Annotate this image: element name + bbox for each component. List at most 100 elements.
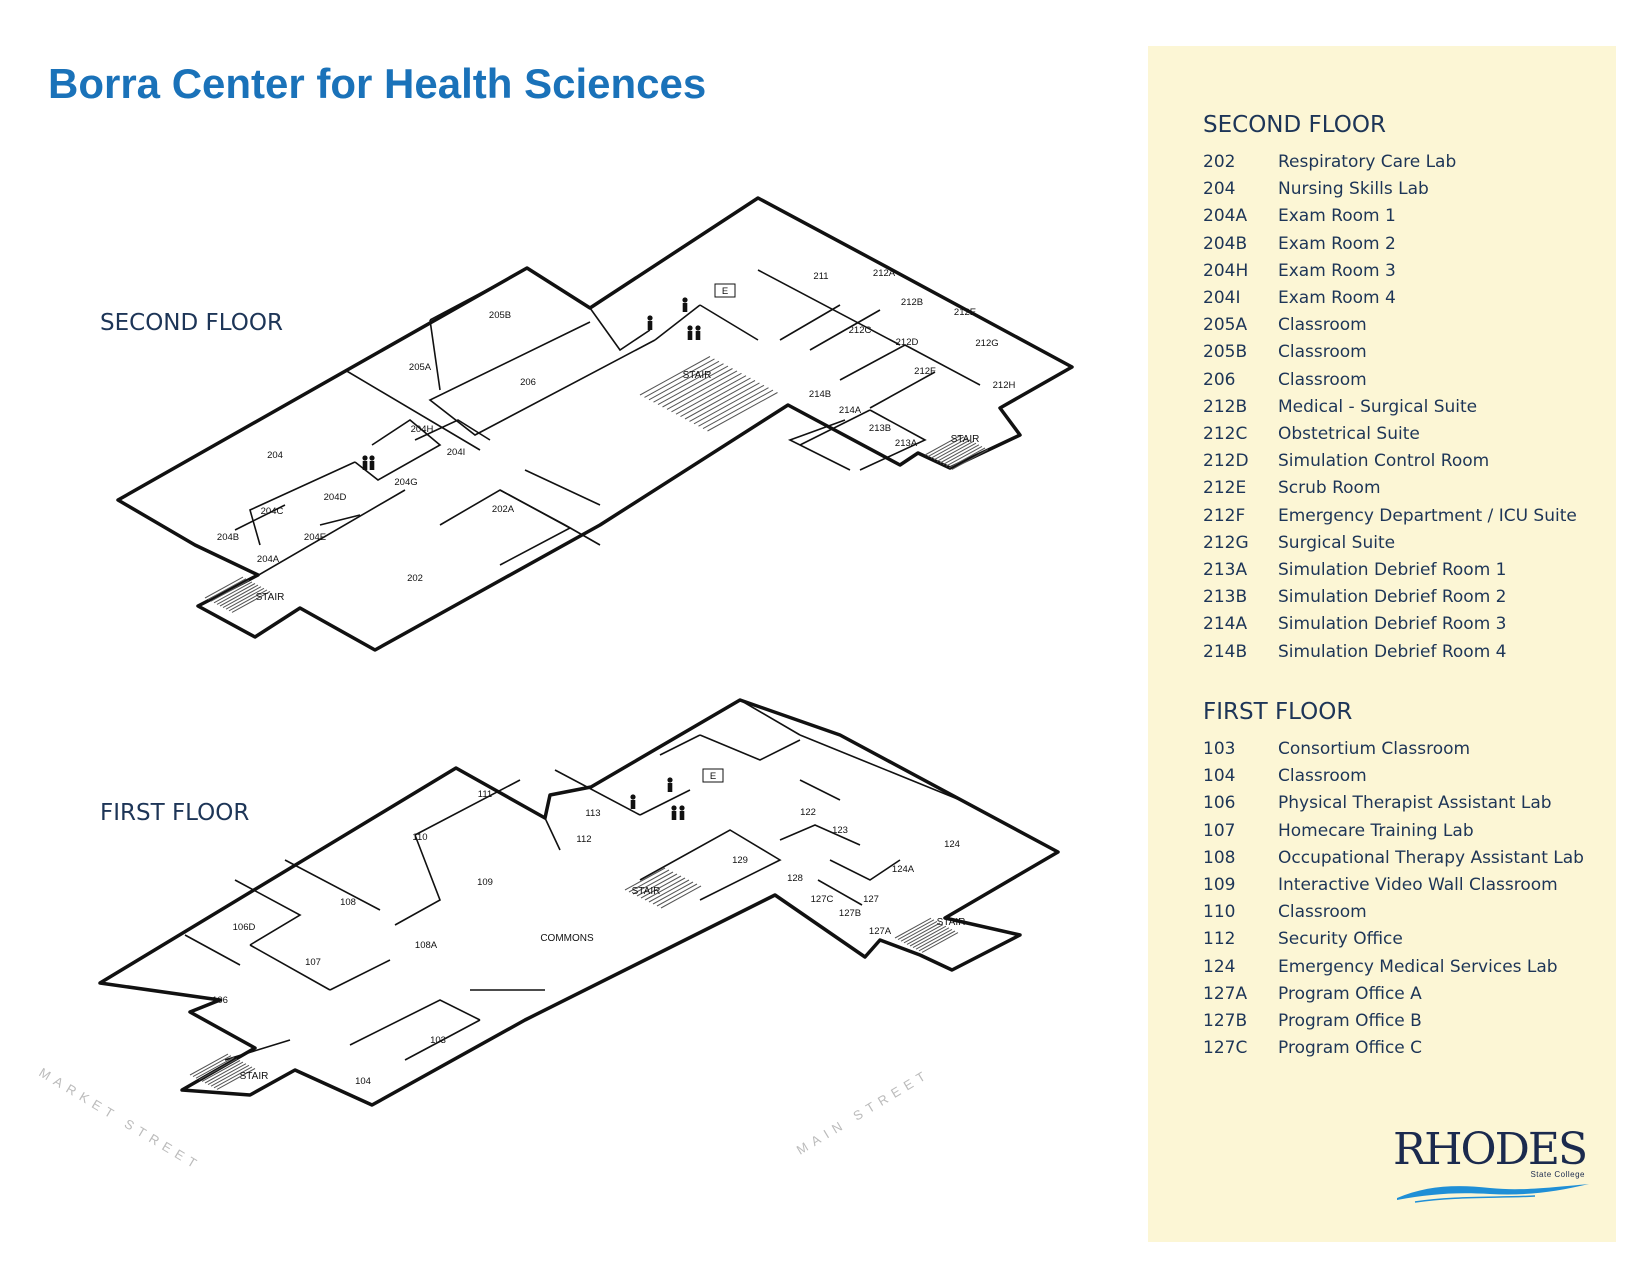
room-label-second-floor: 211 xyxy=(813,271,828,282)
room-label-first-floor: 124 xyxy=(944,839,960,850)
restroom-icon xyxy=(687,331,693,340)
restroom-icon xyxy=(687,325,693,331)
stair-tread xyxy=(939,442,977,464)
room-label-first-floor: 110 xyxy=(412,832,427,843)
room-label-first-floor: 104 xyxy=(355,1076,371,1087)
room-label-second-floor: 212B xyxy=(901,297,923,308)
restroom-icon xyxy=(667,783,673,792)
restroom-icon xyxy=(671,805,677,811)
legend-room-name: Classroom xyxy=(1278,315,1367,336)
restroom-icon xyxy=(369,461,375,470)
interior-wall xyxy=(414,419,491,441)
legend-room-number: 110 xyxy=(1203,902,1236,923)
interior-wall xyxy=(799,409,871,446)
interior-wall xyxy=(869,371,936,409)
room-label-first-floor: STAIR xyxy=(240,1071,269,1082)
restroom-icon xyxy=(362,455,368,461)
stair-tread xyxy=(894,917,932,939)
room-label-first-floor: 124A xyxy=(892,864,915,875)
restroom-icon xyxy=(679,805,685,811)
stair-tread xyxy=(204,576,244,599)
stair-tread xyxy=(903,922,941,944)
legend-room-number: 212E xyxy=(1203,478,1247,499)
restroom-icon xyxy=(682,303,688,312)
room-label-first-floor: 127 xyxy=(863,894,879,905)
room-label-second-floor: 212C xyxy=(849,325,872,336)
room-label-first-floor: 107 xyxy=(305,957,321,968)
restroom-icon xyxy=(679,811,685,820)
interior-wall xyxy=(224,1039,291,1061)
restroom-icon xyxy=(667,777,673,783)
legend-room-name: Physical Therapist Assistant Lab xyxy=(1278,793,1552,814)
stair-tread xyxy=(216,1068,256,1090)
stair-tread xyxy=(656,883,698,907)
interior-wall xyxy=(414,779,521,836)
stair-tread xyxy=(951,449,989,470)
room-label-first-floor: STAIR xyxy=(632,886,661,897)
room-label-first-floor: 123 xyxy=(832,825,848,836)
room-label-first-floor: 113 xyxy=(585,808,600,819)
interior-wall xyxy=(329,959,391,991)
stair-tread xyxy=(702,389,774,430)
stair-tread xyxy=(640,875,682,899)
stair-tread xyxy=(675,375,747,415)
legend-room-name: Classroom xyxy=(1278,766,1367,787)
stair-tread xyxy=(201,1060,241,1082)
stair-tread xyxy=(657,365,729,406)
room-label-second-floor: 204E xyxy=(304,532,326,543)
stair-tread xyxy=(228,589,268,612)
elevator-box xyxy=(702,768,724,783)
room-label-second-floor: 212A xyxy=(873,268,896,279)
legend-room-name: Respiratory Care Lab xyxy=(1278,152,1457,172)
stair-tread xyxy=(222,586,262,609)
restroom-icon xyxy=(671,811,677,820)
interior-wall xyxy=(429,319,441,391)
second-floor-map-heading: SECOND FLOOR xyxy=(100,310,283,336)
interior-wall xyxy=(249,944,331,991)
first-floor-outline xyxy=(98,698,1060,1107)
stair-tread xyxy=(632,871,674,895)
restroom-icon xyxy=(695,331,701,340)
restroom-icon xyxy=(682,297,688,303)
legend-room-name: Occupational Therapy Assistant Lab xyxy=(1278,847,1584,868)
room-label-first-floor: E xyxy=(710,771,716,782)
legend-room-name: Security Office xyxy=(1278,929,1403,950)
stair-tread xyxy=(906,924,944,945)
interior-wall xyxy=(699,734,801,761)
legend-room-number: 212F xyxy=(1203,505,1246,526)
market-street-label: MARKET STREET xyxy=(36,1065,204,1174)
stair-tread xyxy=(628,869,670,893)
legend-room-number: 212G xyxy=(1203,532,1249,553)
room-label-second-floor: 205B xyxy=(489,310,511,321)
interior-wall xyxy=(344,369,481,451)
stair-tread xyxy=(936,441,974,462)
legend-room-number: 214B xyxy=(1203,641,1248,662)
interior-wall xyxy=(829,859,901,881)
legend-room-number: 124 xyxy=(1203,956,1236,977)
interior-wall xyxy=(904,344,981,386)
room-labels: 205B205A206204H204I204204G204D204C204E20… xyxy=(212,268,1015,1087)
room-label-first-floor: 127C xyxy=(811,894,834,905)
rhodes-logo: RHODES State College xyxy=(1393,1126,1593,1206)
legend-room-name: Program Office C xyxy=(1278,1038,1423,1059)
stair-tread xyxy=(707,392,778,432)
stair-hatching xyxy=(189,356,989,1090)
second-floor-outline xyxy=(116,196,1074,652)
legend-room-name: Simulation Debrief Room 4 xyxy=(1278,641,1507,662)
stair-tread xyxy=(192,1055,232,1078)
room-label-second-floor: 202A xyxy=(492,504,515,515)
stair-tread xyxy=(689,382,760,422)
restroom-icon xyxy=(647,321,653,330)
room-label-first-floor: 106D xyxy=(233,922,256,933)
interior-wall xyxy=(564,524,601,546)
interior-wall xyxy=(639,789,691,816)
interior-wall xyxy=(809,309,881,351)
